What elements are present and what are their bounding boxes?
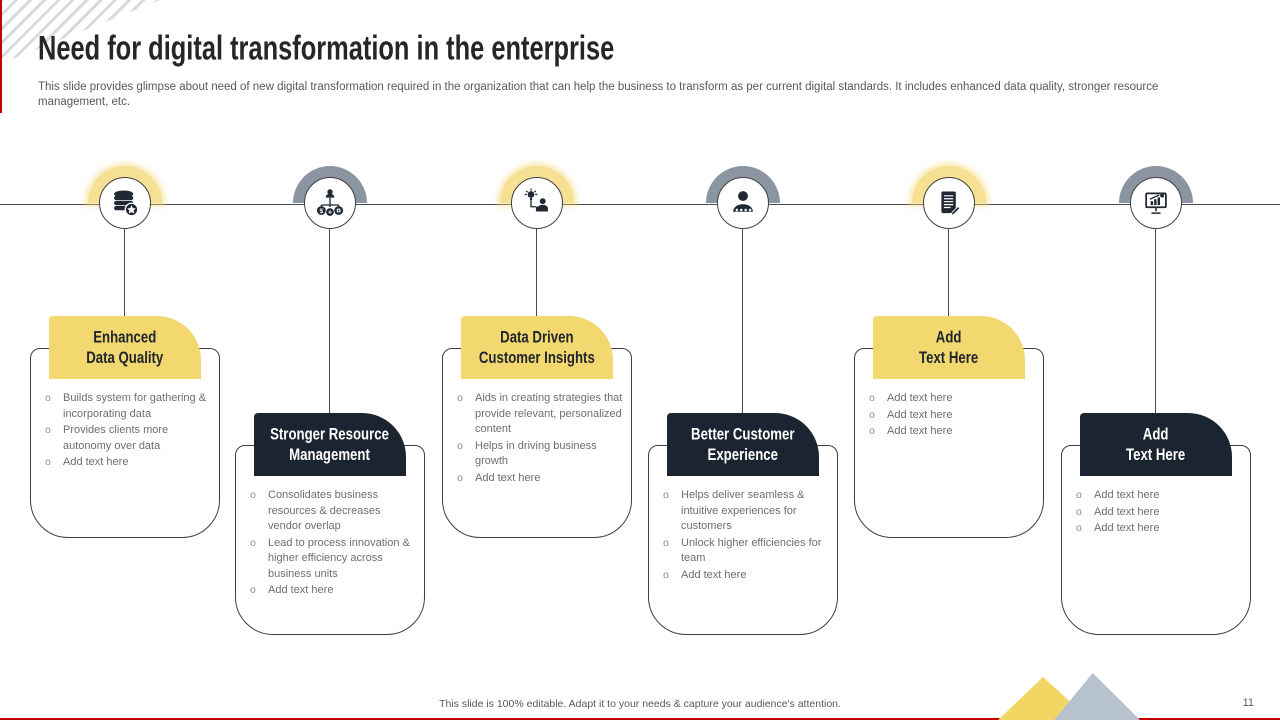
- bullet-list: Builds system for gathering & incorporat…: [31, 349, 219, 471]
- svg-text:+: +: [328, 208, 333, 217]
- card-body: Helps deliver seamless & intuitive exper…: [648, 445, 838, 635]
- timeline-node: [99, 177, 151, 229]
- red-bottom-edge: [0, 718, 1280, 720]
- connector-line: [742, 203, 743, 413]
- bullet-item: Add text here: [43, 455, 211, 471]
- bullet-item: Builds system for gathering & incorporat…: [43, 391, 211, 422]
- bullet-list: Helps deliver seamless & intuitive exper…: [649, 446, 837, 583]
- bullet-item: Add text here: [661, 568, 829, 584]
- document-pen-icon: [941, 191, 961, 216]
- connector-line: [1155, 203, 1156, 413]
- bullet-item: Aids in creating strategies that provide…: [455, 391, 623, 438]
- timeline-axis: [0, 204, 1280, 205]
- bullet-item: Add text here: [867, 391, 1035, 407]
- bullet-item: Lead to process innovation & higher effi…: [248, 536, 416, 583]
- timeline-node: [511, 177, 563, 229]
- card-body: Builds system for gathering & incorporat…: [30, 348, 220, 538]
- bullet-item: Add text here: [1074, 488, 1242, 504]
- page-title: Need for digital transformation in the e…: [38, 28, 615, 68]
- timeline-node: [1130, 177, 1182, 229]
- connector-line: [329, 203, 330, 413]
- bullet-item: Helps in driving business growth: [455, 439, 623, 470]
- svg-text:$: $: [319, 208, 323, 215]
- bullet-item: Helps deliver seamless & intuitive exper…: [661, 488, 829, 535]
- bullet-item: Unlock higher efficiencies for team: [661, 536, 829, 567]
- footer-note: This slide is 100% editable. Adapt it to…: [439, 698, 841, 710]
- analytics-monitor-icon: [1145, 192, 1167, 214]
- card-body: Consolidates business resources & decrea…: [235, 445, 425, 635]
- timeline-node: [923, 177, 975, 229]
- red-left-edge: [0, 0, 2, 113]
- customer-rating-icon: [733, 191, 753, 212]
- connector-line: [948, 203, 949, 316]
- bullet-item: Add text here: [455, 471, 623, 487]
- bullet-item: Add text here: [1074, 505, 1242, 521]
- bullet-list: Consolidates business resources & decrea…: [236, 446, 424, 599]
- connector-line: [124, 203, 125, 316]
- bullet-list: Aids in creating strategies that provide…: [443, 349, 631, 486]
- bullet-item: Provides clients more autonomy over data: [43, 423, 211, 454]
- bullet-item: Add text here: [867, 424, 1035, 440]
- resource-allocation-icon: $ +: [316, 189, 344, 217]
- page-number: 11: [1242, 697, 1254, 709]
- timeline-node: $ +: [304, 177, 356, 229]
- card-body: Aids in creating strategies that provide…: [442, 348, 632, 538]
- bullet-item: Add text here: [248, 583, 416, 599]
- database-gear-icon: [114, 190, 139, 217]
- bullet-item: Consolidates business resources & decrea…: [248, 488, 416, 535]
- idea-person-icon: [524, 188, 548, 212]
- timeline-node: [717, 177, 769, 229]
- bullet-item: Add text here: [867, 408, 1035, 424]
- connector-line: [536, 203, 537, 316]
- blue-triangle-decoration: [1054, 673, 1140, 720]
- slide-description: This slide provides glimpse about need o…: [38, 81, 1159, 108]
- bullet-item: Add text here: [1074, 521, 1242, 537]
